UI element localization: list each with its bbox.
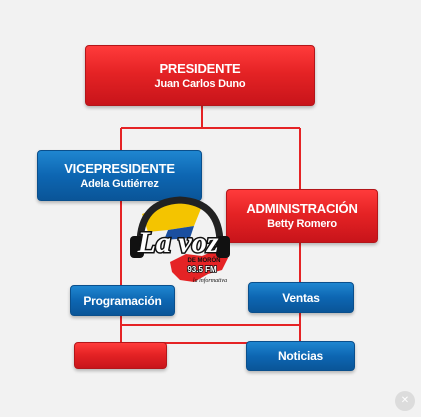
vicepresidente-title: VICEPRESIDENTE	[64, 160, 175, 176]
noticias-box: Noticias	[246, 341, 355, 371]
ventas-box: Ventas	[248, 282, 354, 313]
logo-text-sub: DE MORÓN	[188, 256, 221, 264]
logo-frequency: 93.5 FM	[187, 265, 217, 274]
presidente-name: Juan Carlos Duno	[154, 77, 246, 90]
logo-text-main: La voz	[137, 226, 219, 259]
programacion-box: Programación	[70, 285, 175, 316]
administracion-box: ADMINISTRACIÓN Betty Romero	[226, 189, 378, 243]
ventas-title: Ventas	[282, 290, 320, 305]
unlabeled-box	[74, 342, 167, 369]
programacion-title: Programación	[83, 293, 162, 308]
administracion-title: ADMINISTRACIÓN	[246, 201, 358, 216]
presidente-title: PRESIDENTE	[159, 60, 241, 76]
logo-tagline: la informativa	[193, 277, 227, 284]
administracion-name: Betty Romero	[267, 218, 337, 230]
la-voz-logo: La voz DE MORÓN 93.5 FM la informativa	[130, 196, 230, 284]
vicepresidente-name: Adela Gutiérrez	[80, 177, 159, 190]
noticias-title: Noticias	[277, 349, 324, 363]
vicepresidente-box: VICEPRESIDENTE Adela Gutiérrez	[37, 150, 202, 201]
close-icon[interactable]: ✕	[395, 391, 415, 411]
presidente-box: PRESIDENTE Juan Carlos Duno	[85, 45, 315, 106]
